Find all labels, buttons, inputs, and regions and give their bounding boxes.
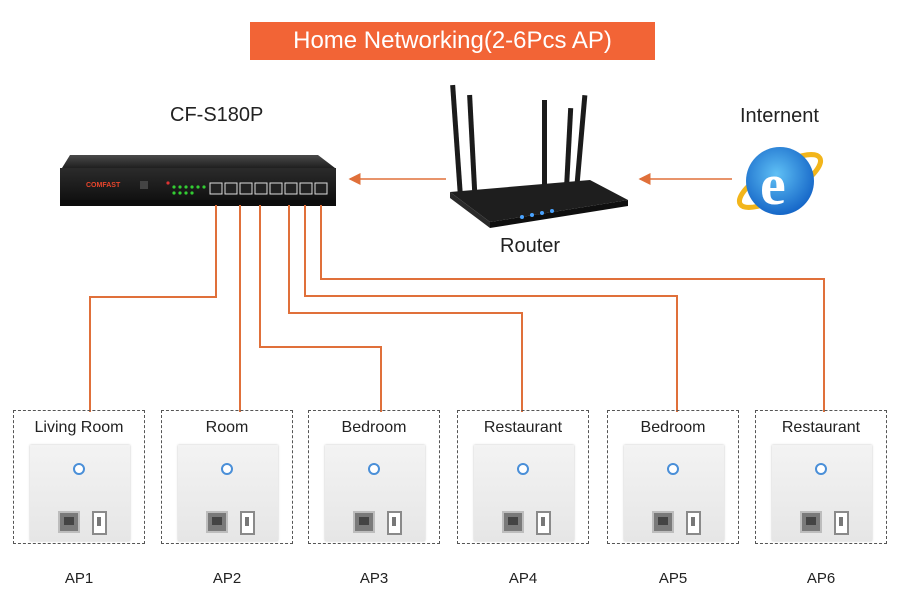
cable-ap3 (259, 205, 382, 412)
internet-label: Internent (740, 105, 819, 127)
wifi-indicator-icon (667, 463, 679, 475)
ethernet-port-icon (652, 511, 674, 533)
cable-ap6 (320, 205, 825, 412)
internet-explorer-icon: e (736, 147, 824, 217)
cable-ap4 (288, 205, 523, 412)
usb-port-icon (834, 511, 849, 535)
svg-text:e: e (760, 152, 786, 217)
poe-switch-icon (60, 155, 336, 206)
ap-box-1: Living Room (13, 410, 145, 544)
room-label: Restaurant (483, 419, 563, 436)
ap-name-label: AP5 (658, 570, 688, 587)
ap-cables (89, 205, 825, 412)
ap-box-2: Room (161, 410, 293, 544)
switch-status-leds (166, 181, 206, 195)
switch-brand-logo: COMFAST (86, 182, 121, 189)
room-label: Restaurant (781, 419, 861, 436)
ethernet-port-icon (353, 511, 375, 533)
switch-ports (209, 182, 328, 195)
cable-ap1 (89, 205, 217, 412)
wall-ap-panel (30, 445, 130, 541)
room-label: Bedroom (341, 419, 407, 436)
wifi-indicator-icon (73, 463, 85, 475)
ap-name-label: AP1 (64, 570, 94, 587)
ethernet-port-icon (58, 511, 80, 533)
wall-ap-panel (772, 445, 872, 541)
router-label: Router (500, 235, 561, 257)
wall-ap-panel (624, 445, 724, 541)
ap-name-label: AP6 (806, 570, 836, 587)
room-label: Room (205, 419, 249, 436)
wifi-indicator-icon (221, 463, 233, 475)
ap-box-3: Bedroom (308, 410, 440, 544)
ap-box-6: Restaurant (755, 410, 887, 544)
wifi-indicator-icon (517, 463, 529, 475)
ethernet-port-icon (206, 511, 228, 533)
usb-port-icon (686, 511, 701, 535)
router-icon (450, 84, 628, 228)
ap-name-label: AP2 (212, 570, 242, 587)
wall-ap-panel (325, 445, 425, 541)
ap-box-5: Bedroom (607, 410, 739, 544)
ethernet-port-icon (502, 511, 524, 533)
wall-ap-panel (474, 445, 574, 541)
usb-port-icon (536, 511, 551, 535)
ethernet-port-icon (800, 511, 822, 533)
usb-port-icon (240, 511, 255, 535)
ap-box-4: Restaurant (457, 410, 589, 544)
page-title: Home Networking(2-6Pcs AP) (250, 22, 655, 60)
cable-ap5 (304, 205, 678, 412)
ap-name-label: AP4 (508, 570, 538, 587)
wifi-indicator-icon (368, 463, 380, 475)
switch-model-label: CF-S180P (170, 104, 264, 126)
room-label: Bedroom (640, 419, 706, 436)
usb-port-icon (387, 511, 402, 535)
wall-ap-panel (178, 445, 278, 541)
wifi-indicator-icon (815, 463, 827, 475)
ap-name-label: AP3 (359, 570, 389, 587)
usb-port-icon (92, 511, 107, 535)
room-label: Living Room (34, 419, 124, 436)
